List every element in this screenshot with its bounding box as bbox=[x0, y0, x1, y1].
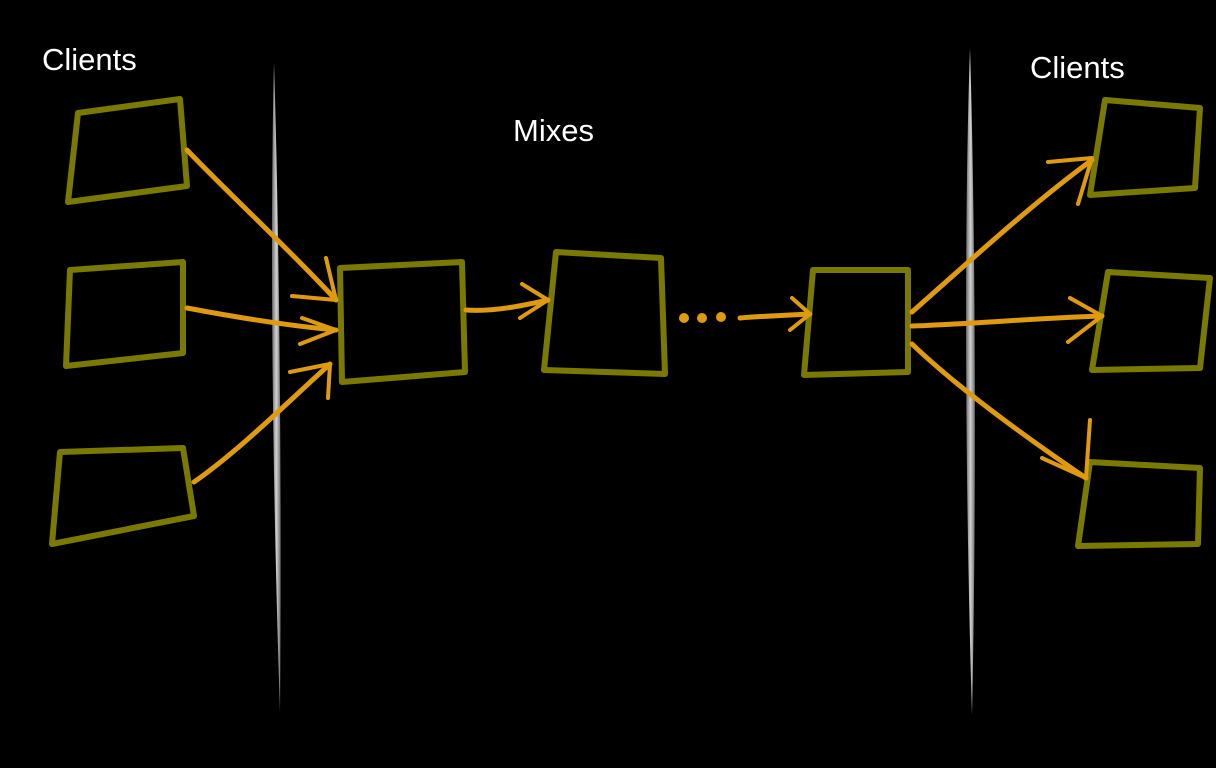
client-box-right-3 bbox=[1075, 459, 1203, 549]
client-box-left-2 bbox=[63, 259, 186, 369]
left-barrier bbox=[272, 62, 281, 712]
ellipsis-dot bbox=[716, 312, 726, 322]
arrowhead bbox=[290, 256, 338, 302]
arrow-mix1-to-mix2 bbox=[463, 297, 551, 313]
arrowhead bbox=[518, 282, 550, 320]
arrow-client3-to-mix1 bbox=[191, 361, 333, 485]
client-box-left-3 bbox=[49, 445, 197, 547]
arrowhead bbox=[1046, 156, 1094, 206]
mix-box-1 bbox=[337, 259, 468, 385]
client-box-right-1 bbox=[1087, 97, 1203, 198]
right-barrier bbox=[966, 48, 975, 715]
right-clients-label: Clients bbox=[1030, 50, 1125, 85]
arrowhead bbox=[1040, 418, 1092, 480]
arrow-mixn-to-client-right-3 bbox=[909, 341, 1089, 481]
left-clients-label: Clients bbox=[42, 42, 137, 77]
arrow-client2-to-mix1 bbox=[184, 305, 339, 333]
arrow-ellipsis-to-mixn bbox=[737, 311, 813, 321]
client-box-right-2 bbox=[1089, 269, 1213, 373]
mixes-label: Mixes bbox=[513, 113, 594, 148]
mix-box-n bbox=[801, 267, 911, 378]
arrow-mixn-to-client-right-1 bbox=[909, 157, 1095, 315]
arrowhead bbox=[298, 316, 338, 346]
mix-box-2 bbox=[541, 249, 668, 377]
ellipsis-dot bbox=[679, 313, 689, 323]
arrowhead bbox=[788, 296, 812, 332]
ellipsis-dot bbox=[697, 313, 707, 323]
arrowhead bbox=[1066, 296, 1104, 344]
arrow-mixn-to-client-right-2 bbox=[909, 313, 1105, 329]
client-box-left-1 bbox=[65, 96, 190, 205]
arrow-client1-to-mix1 bbox=[184, 147, 339, 303]
arrowhead bbox=[288, 362, 332, 400]
